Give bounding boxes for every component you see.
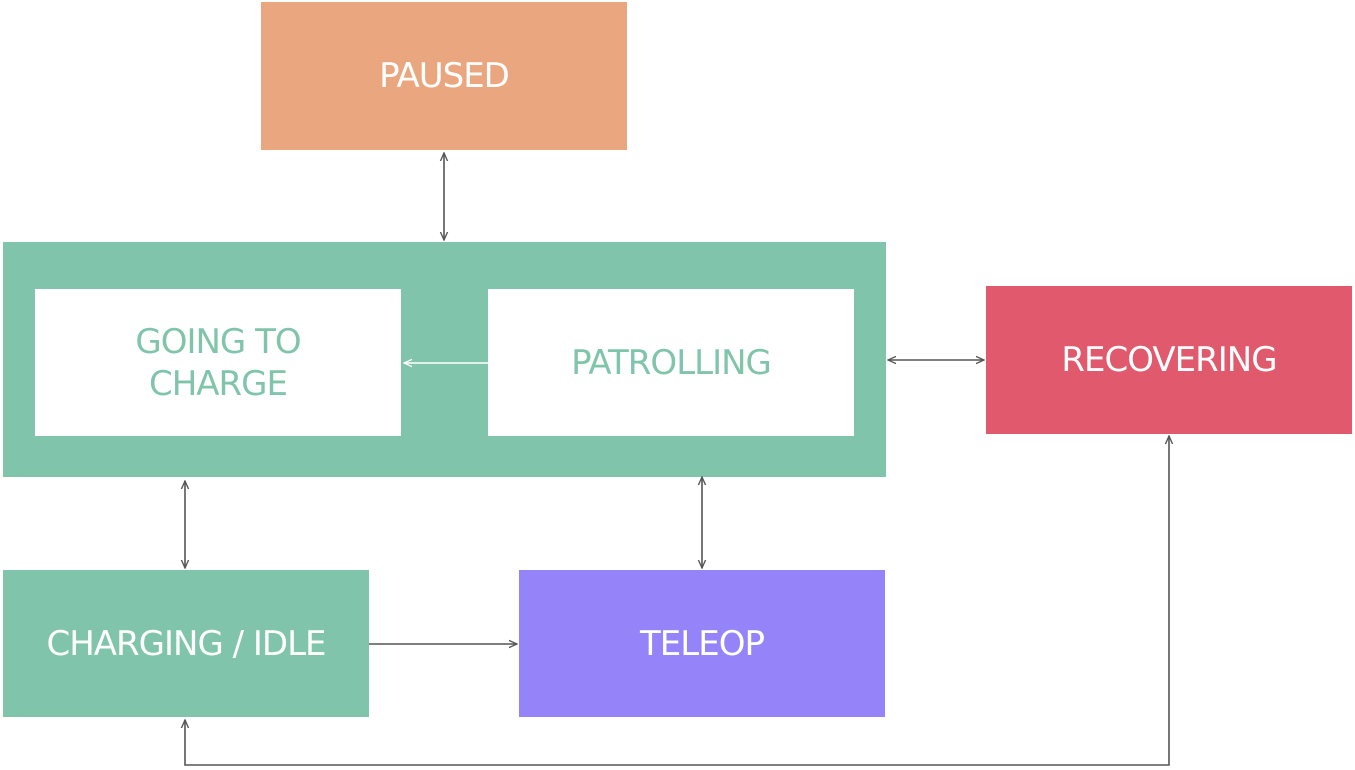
going-to-charge-state-box: GOING TO CHARGE	[35, 289, 401, 436]
teleop-state-label: TELEOP	[640, 623, 765, 664]
paused-state-label: PAUSED	[379, 56, 510, 96]
charging-idle-state-box: CHARGING / IDLE	[3, 570, 369, 717]
teleop-state-box: TELEOP	[519, 570, 885, 717]
recovering-state-label: RECOVERING	[1061, 340, 1277, 380]
paused-state-box: PAUSED	[261, 2, 627, 150]
patrolling-state-label: PATROLLING	[571, 342, 772, 383]
recovering-state-box: RECOVERING	[986, 286, 1352, 434]
going-to-charge-state-label: GOING TO CHARGE	[135, 321, 301, 404]
patrolling-state-box: PATROLLING	[488, 289, 854, 436]
charging-idle-state-label: CHARGING / IDLE	[46, 623, 326, 664]
